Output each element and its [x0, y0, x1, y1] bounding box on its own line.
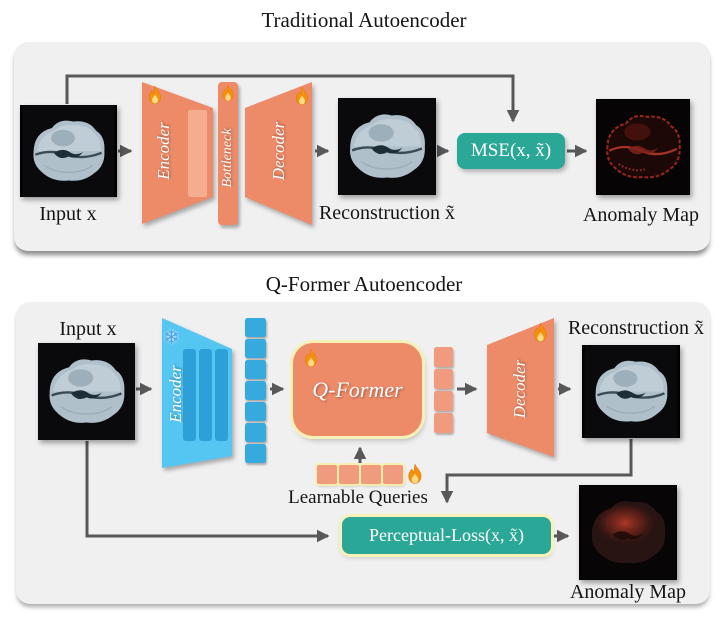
encoder-token	[245, 402, 266, 421]
flame-icon	[292, 86, 312, 108]
input-label: Input x	[59, 318, 117, 340]
anomaly-map-image	[596, 99, 690, 195]
learnable-queries-label: Learnable Queries	[288, 487, 428, 508]
qformer-token	[434, 347, 453, 367]
snowflake-icon: ❄	[163, 325, 180, 349]
anomaly-brain-graphic	[579, 485, 677, 580]
brain-mri-graphic	[20, 105, 117, 197]
flame-icon	[145, 85, 165, 107]
reconstruction-image	[338, 98, 436, 195]
reconstruction-label: Reconstruction x̃	[567, 317, 705, 339]
encoder-token	[245, 339, 266, 358]
qformer-token	[434, 391, 453, 411]
anomaly-map-label: Anomaly Map	[582, 204, 700, 226]
brain-mri-graphic	[582, 345, 680, 438]
brain-mri-graphic	[338, 98, 436, 195]
input-label: Input x	[39, 203, 97, 225]
anomaly-map-label: Anomaly Map	[569, 581, 687, 603]
panel-title-traditional: Traditional Autoencoder	[261, 8, 467, 32]
anomaly-brain-graphic	[596, 99, 690, 195]
qformer-token-column	[434, 347, 453, 433]
brain-mri-graphic	[38, 343, 135, 440]
flame-icon	[404, 463, 426, 487]
encoder-token	[245, 444, 266, 463]
perceptual-loss-box: Perceptual-Loss(x, x̃)	[342, 517, 551, 554]
mse-loss-box: MSE(x, x̃)	[457, 133, 565, 169]
decoder-label: Decoder	[269, 121, 288, 181]
flame-icon	[219, 84, 237, 104]
encoder-token-column	[245, 318, 266, 463]
encoder-token	[245, 381, 266, 400]
query-token	[339, 465, 359, 484]
input-image	[20, 105, 117, 197]
encoder-token	[245, 318, 266, 337]
anomaly-map-image	[579, 485, 677, 580]
query-token	[361, 465, 381, 484]
reconstruction-image	[582, 345, 680, 438]
qformer-token	[434, 413, 453, 433]
reconstruction-label: Reconstruction x̃	[318, 202, 456, 224]
learnable-queries-row	[317, 465, 403, 484]
query-token	[317, 465, 337, 484]
qformer-token	[434, 369, 453, 389]
panel-title-qformer: Q-Former Autoencoder	[265, 272, 463, 296]
encoder-token	[245, 360, 266, 379]
flame-icon	[301, 348, 321, 370]
query-token	[383, 465, 403, 484]
encoder-token	[245, 423, 266, 442]
flame-icon	[530, 322, 551, 345]
qformer-box: Q-Former	[293, 343, 422, 436]
input-image	[38, 343, 135, 440]
decoder-label: Decoder	[510, 359, 529, 419]
bottleneck-label: Bottleneck	[220, 128, 235, 188]
